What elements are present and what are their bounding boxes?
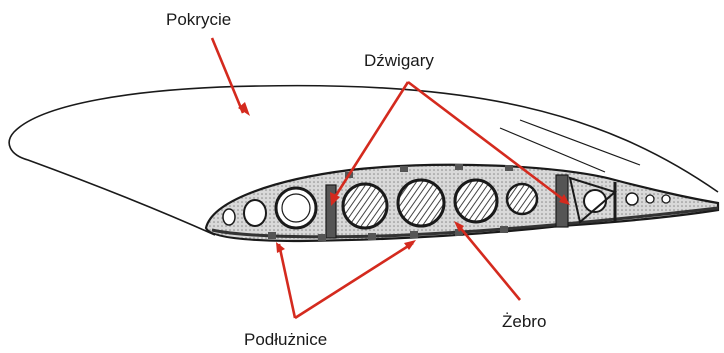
skin-arrow <box>212 38 243 113</box>
stringer <box>455 164 463 170</box>
stringer <box>368 233 376 240</box>
stringer <box>505 165 513 171</box>
stringer <box>400 166 408 172</box>
hole <box>455 180 497 222</box>
stringer <box>318 234 326 241</box>
label-rib: Żebro <box>502 312 546 331</box>
hole <box>223 209 235 225</box>
hole <box>244 200 266 226</box>
stringer-arrow-right <box>295 243 413 318</box>
stringer <box>410 231 418 238</box>
label-spars: Dźwigary <box>364 51 434 70</box>
hole <box>626 193 638 205</box>
stringer-arrow-left <box>279 244 295 318</box>
label-stringers: Podłużnice <box>244 330 327 349</box>
stringer <box>500 226 508 233</box>
hole <box>646 195 654 203</box>
hole <box>662 195 670 203</box>
label-skin: Pokrycie <box>166 10 231 29</box>
hole <box>343 184 387 228</box>
stringer <box>268 232 276 239</box>
rib-arrow <box>458 225 520 300</box>
hole <box>507 184 537 214</box>
hole <box>398 180 444 226</box>
